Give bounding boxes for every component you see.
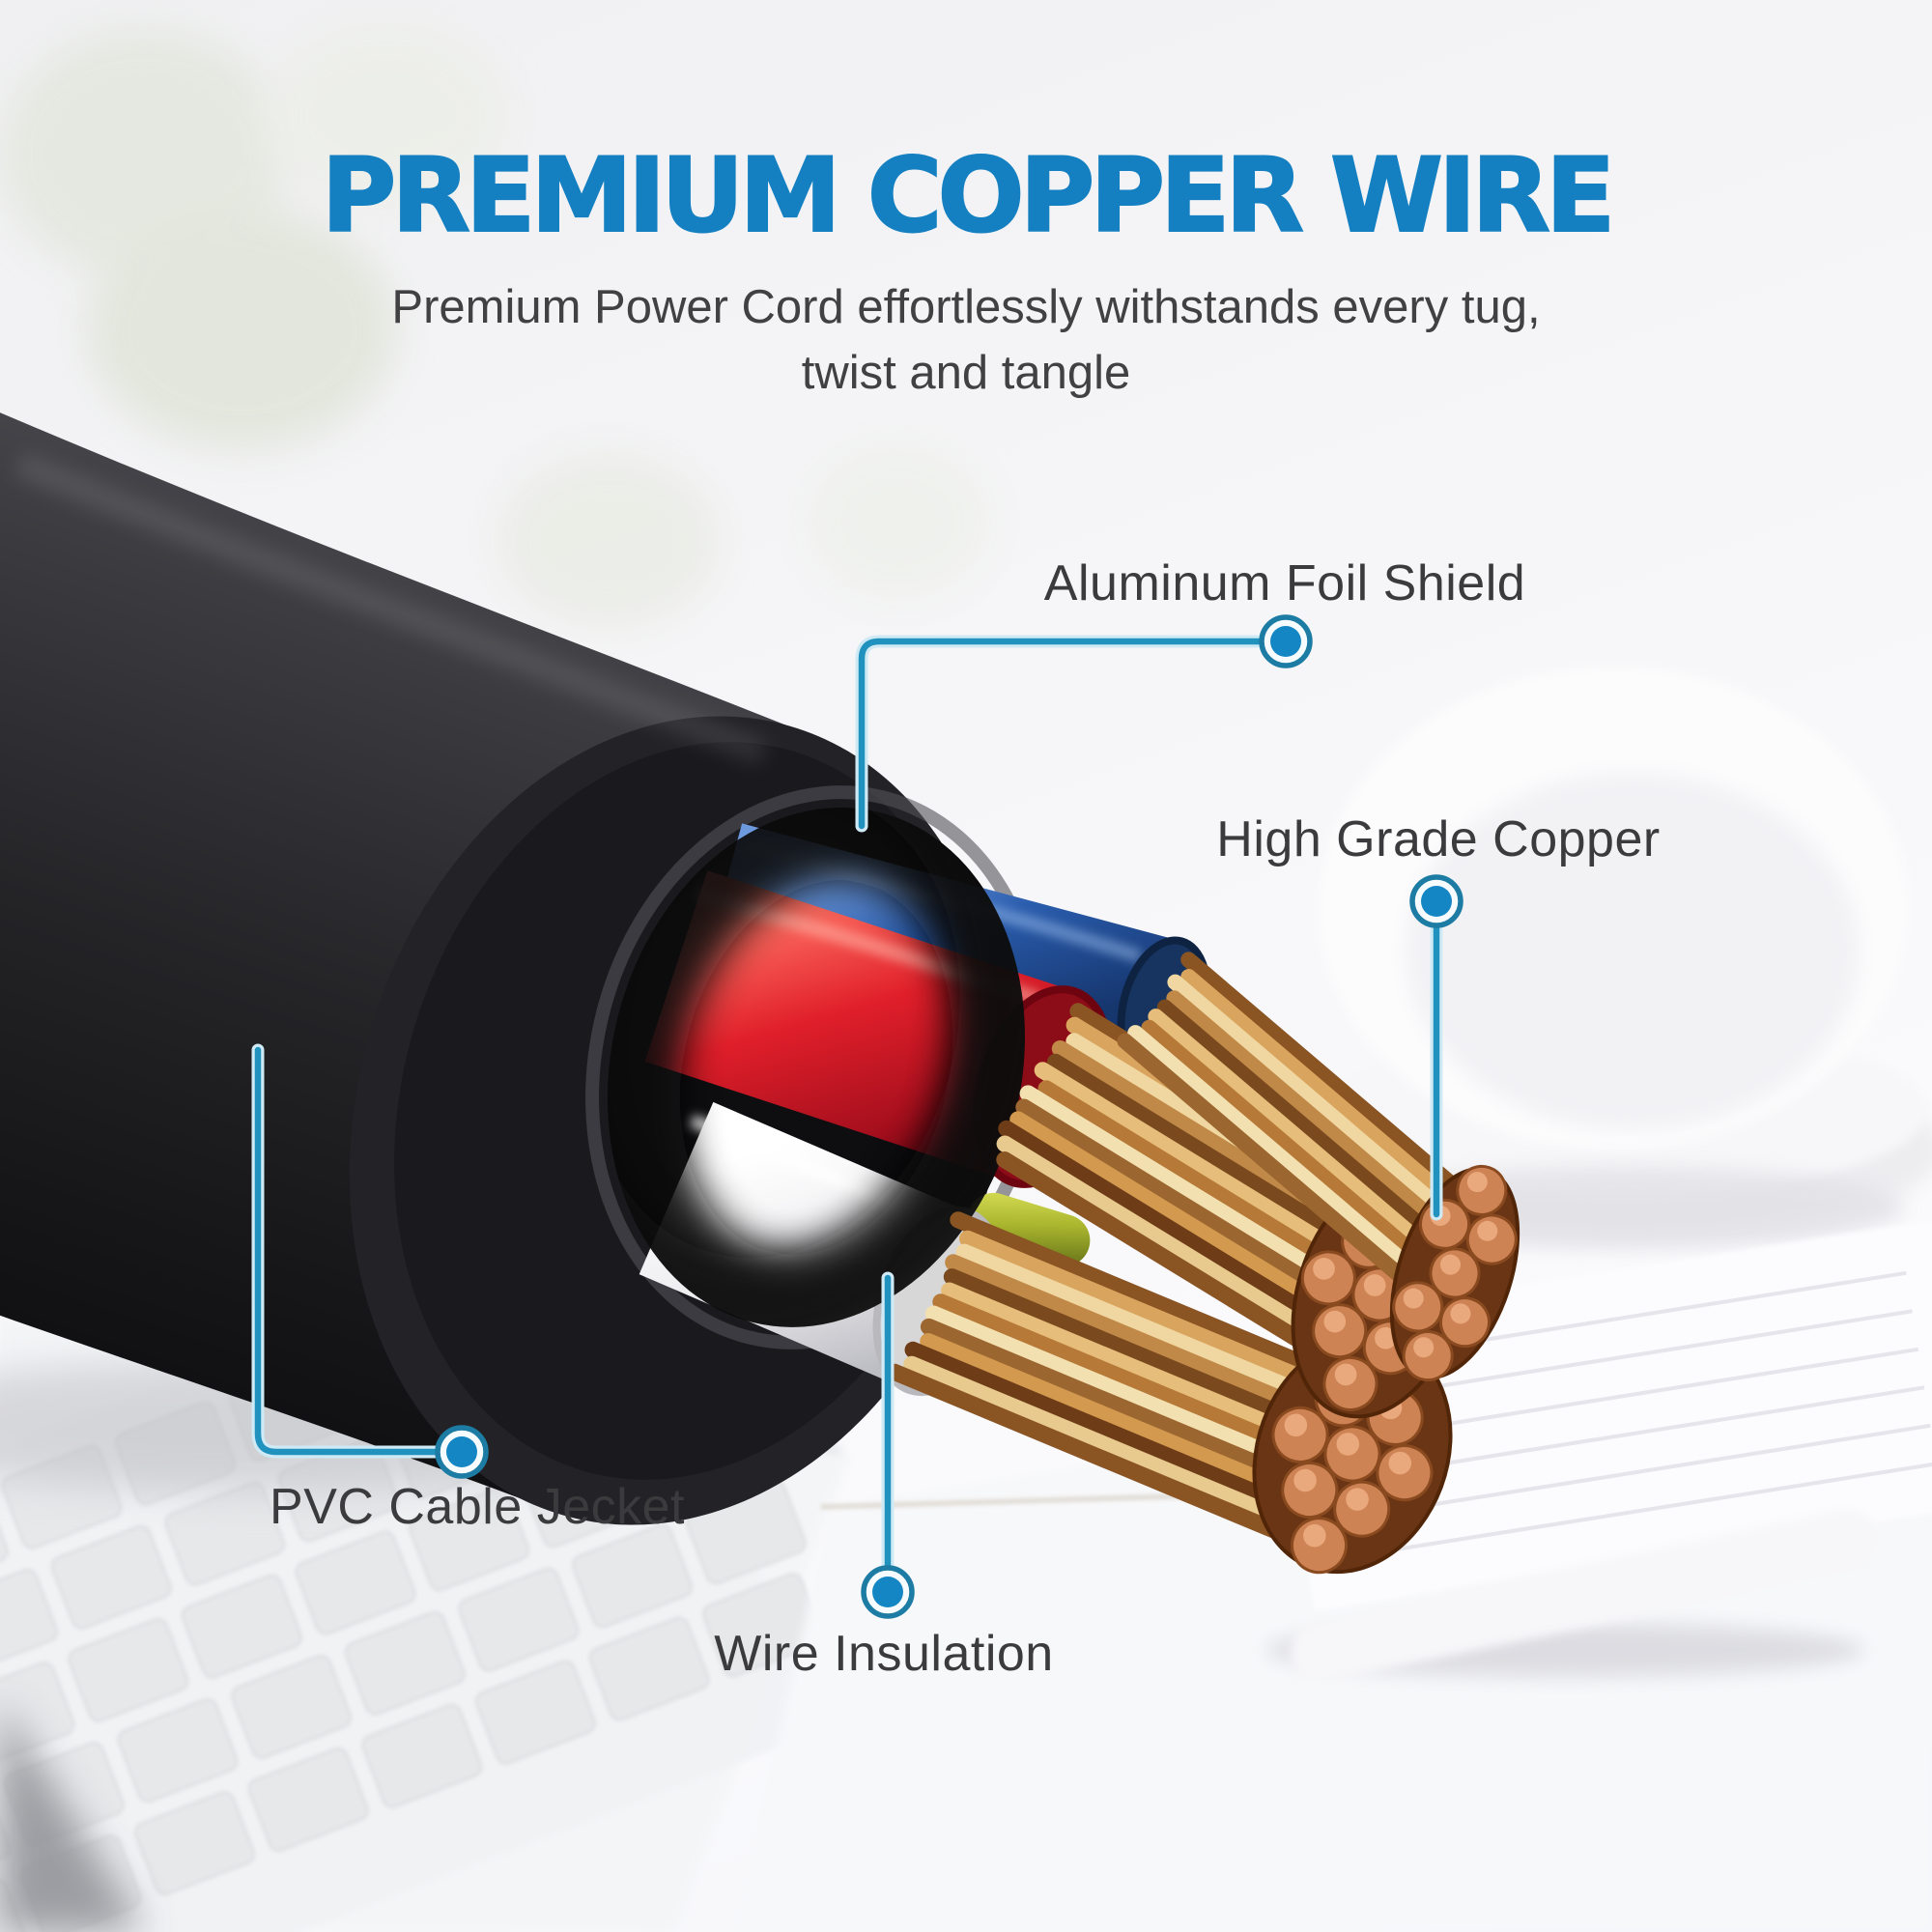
keyboard-key <box>68 1618 189 1722</box>
copper-strand-end-highlight <box>1466 1172 1488 1193</box>
keyboard-key <box>50 1524 172 1630</box>
header: PREMIUM COPPER WIRE Premium Power Cord e… <box>0 136 1932 406</box>
keyboard-key <box>295 1530 416 1635</box>
copper-strand-end-highlight <box>1323 1310 1347 1333</box>
copper-strand-end-highlight <box>1450 1303 1471 1324</box>
keyboard-key <box>409 1487 530 1592</box>
copper-strand <box>1166 990 1477 1258</box>
label-aluminum-foil-shield: Aluminum Foil Shield <box>1043 555 1526 611</box>
callout-pvc-cable-jacket <box>251 1043 489 1479</box>
jacket-highlight <box>14 451 768 766</box>
copper-strand-end-highlight <box>1363 1274 1386 1296</box>
copper-strand <box>998 1120 1356 1347</box>
callout-aluminum-foil-shield <box>855 614 1313 833</box>
page-subtitle: Premium Power Cord effortlessly withstan… <box>0 274 1932 406</box>
subtitle-line-1: Premium Power Cord effortlessly withstan… <box>391 281 1541 333</box>
copper-strand-bundles <box>886 952 1520 1575</box>
keyboard-key <box>571 1523 693 1629</box>
keyboard-key <box>361 1703 483 1808</box>
callout-dot-icon <box>446 1436 477 1467</box>
blurred-coffee-cup <box>1304 667 1932 1248</box>
copper-strand <box>1148 1009 1443 1264</box>
copper-strand-end-highlight <box>1477 1220 1498 1241</box>
copper-strand-end-highlight <box>1388 1451 1412 1475</box>
keyboard-key <box>0 1569 58 1673</box>
copper-strand <box>1156 999 1463 1263</box>
callout-lines <box>251 614 1463 1619</box>
copper-strand-end-highlight <box>1303 1523 1326 1548</box>
copper-strand <box>886 1363 1340 1563</box>
copper-strand-end-highlight <box>1334 1363 1357 1386</box>
keyboard-key <box>247 1747 369 1852</box>
subtitle-line-2: twist and tangle <box>801 347 1131 399</box>
inner-wires <box>554 762 1211 1397</box>
copper-strand-end-highlight <box>1336 1433 1360 1456</box>
copper-strand <box>1117 1033 1440 1311</box>
blurred-pen <box>1265 1509 1878 1683</box>
copper-strand-end-highlight <box>1313 1258 1335 1280</box>
copper-strand-end-highlight <box>1346 1488 1369 1511</box>
copper-strand-end-highlight <box>1440 1254 1462 1275</box>
keyboard-key <box>164 1481 286 1586</box>
copper-strand-end-highlight <box>1284 1413 1308 1437</box>
copper-strand <box>1167 974 1483 1246</box>
callout-dot-icon <box>1421 886 1452 917</box>
label-pvc-cable-jacket: PVC Cable Jecket <box>270 1479 685 1535</box>
copper-bundle-cut-face <box>1389 1164 1520 1382</box>
copper-strand <box>1127 1025 1428 1284</box>
callout-wire-insulation <box>861 1271 915 1619</box>
callout-dot-icon <box>872 1577 903 1607</box>
keyboard-key <box>474 1660 596 1765</box>
keyboard-key <box>134 1791 256 1895</box>
copper-strand-bundle <box>1117 952 1496 1311</box>
label-high-grade-copper: High Grade Copper <box>1216 811 1661 867</box>
keyboard-key <box>181 1574 302 1679</box>
wire-ground <box>967 1192 1091 1267</box>
callout-dot-icon <box>1270 626 1301 657</box>
blurred-plant-backdrop <box>0 24 990 628</box>
copper-strand <box>996 1135 1354 1361</box>
keyboard-key <box>458 1567 580 1672</box>
label-wire-insulation: Wire Insulation <box>714 1626 1054 1682</box>
keyboard-key <box>588 1616 710 1721</box>
copper-strand-end-highlight <box>1375 1326 1397 1350</box>
copper-strand <box>996 1151 1333 1365</box>
copper-strand <box>903 1355 1321 1540</box>
copper-strand <box>1141 1019 1442 1279</box>
keyboard-key <box>117 1698 239 1803</box>
corner-shadow <box>0 1700 145 1932</box>
copper-strand-end-highlight <box>1413 1337 1435 1358</box>
page-title: PREMIUM COPPER WIRE <box>321 136 1617 255</box>
copper-strand <box>1180 969 1478 1225</box>
copper-strand-end-highlight <box>1403 1288 1424 1309</box>
keyboard-key <box>231 1655 353 1759</box>
callout-high-grade-copper <box>1409 874 1463 1221</box>
keyboard-key <box>344 1610 466 1716</box>
copper-strand-end-highlight <box>1293 1468 1317 1492</box>
